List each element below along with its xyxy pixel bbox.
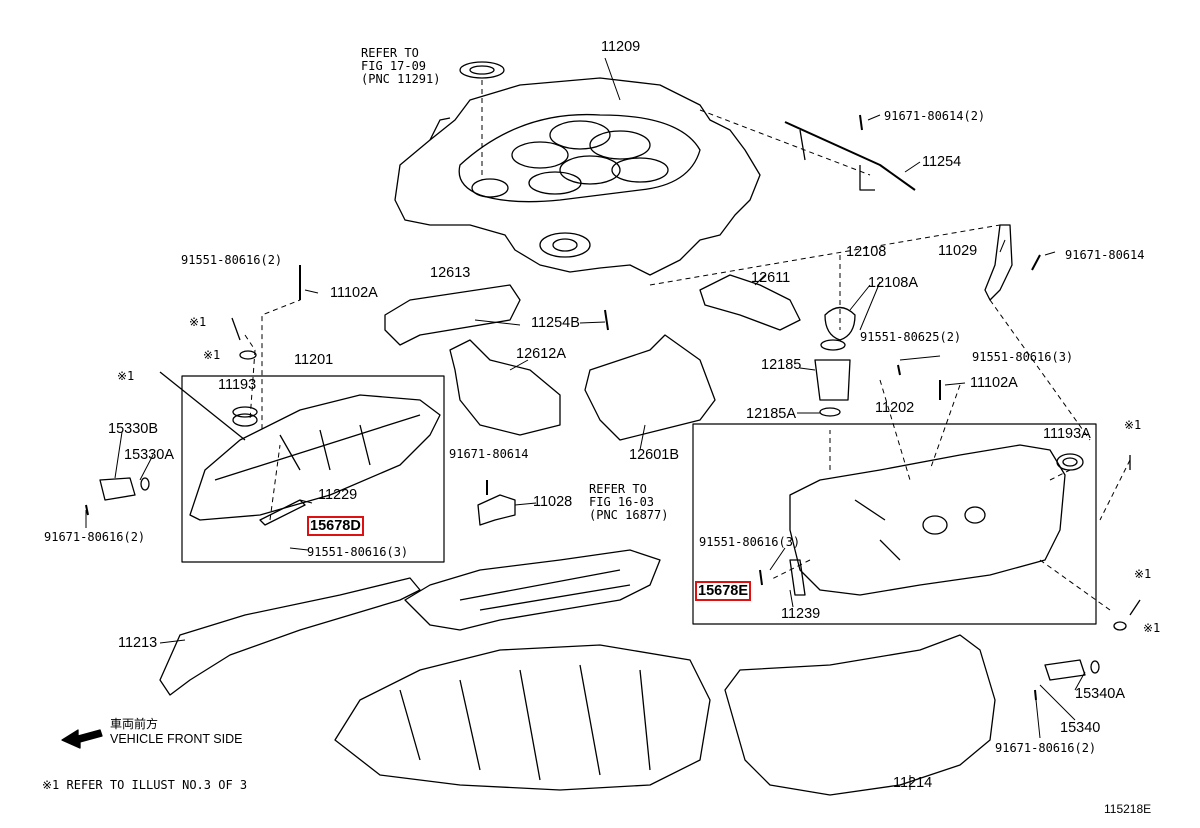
part-label-91671-80614-mid[interactable]: 91671-80614	[449, 447, 529, 461]
bracket-rod-11254	[784, 121, 916, 191]
gasket-11213	[159, 577, 421, 696]
part-label-15330B[interactable]: 15330B	[108, 421, 158, 437]
intake-assembly	[404, 549, 661, 631]
insulator-12612A	[449, 339, 561, 436]
mark-1-a: ※1	[189, 315, 207, 329]
mark-1-f: ※1	[1143, 621, 1161, 635]
part-label-15340A[interactable]: 15340A	[1075, 686, 1125, 702]
footnote: ※1 REFER TO ILLUST NO.3 OF 3	[42, 778, 248, 792]
part-label-12108[interactable]: 12108	[846, 244, 887, 260]
part-label-11201[interactable]: 11201	[294, 352, 334, 368]
part-label-11214[interactable]: 11214	[893, 775, 933, 791]
part-label-12613[interactable]: 12613	[430, 265, 471, 281]
part-label-15678E-highlighted[interactable]: 15678E	[695, 581, 751, 601]
ocv-15340	[1044, 659, 1086, 681]
bracket-11029	[984, 224, 1013, 301]
insulator-12613	[384, 284, 521, 346]
part-label-11102A-right[interactable]: 11102A	[970, 375, 1018, 391]
part-label-12185[interactable]: 12185	[761, 357, 802, 373]
part-label-12601B[interactable]: 12601B	[629, 447, 679, 463]
bracket-11229	[259, 499, 306, 526]
part-label-12185A[interactable]: 12185A	[746, 406, 796, 422]
part-label-11229[interactable]: 11229	[318, 487, 358, 503]
part-label-91551-80616-3-right[interactable]: 91551-80616(3)	[972, 350, 1074, 364]
mark-1-d: ※1	[1124, 418, 1142, 432]
oil-filler-seal	[459, 61, 505, 79]
head-cover-11202	[789, 444, 1084, 596]
bracket-11239	[789, 559, 806, 596]
part-label-15330A[interactable]: 15330A	[124, 447, 174, 463]
engine-cover-11209	[394, 77, 761, 276]
front-side-label-en: VEHICLE FRONT SIDE	[110, 732, 243, 746]
bracket-11028	[477, 494, 516, 526]
part-label-11254[interactable]: 11254	[922, 154, 962, 170]
part-label-15340[interactable]: 15340	[1060, 720, 1101, 736]
part-label-11193A[interactable]: 11193A	[1043, 426, 1091, 442]
part-label-11254B[interactable]: 11254B	[531, 315, 580, 331]
part-label-91551-80616-3-mid[interactable]: 91551-80616(3)	[699, 535, 801, 549]
part-label-11029[interactable]: 11029	[938, 243, 978, 259]
part-label-91671-80616-2-left[interactable]: 91671-80616(2)	[44, 530, 146, 544]
part-label-11209[interactable]: 11209	[601, 39, 641, 55]
part-label-12612A[interactable]: 12612A	[516, 346, 566, 362]
mark-1-e: ※1	[1134, 567, 1152, 581]
rh-head-group-box	[181, 375, 445, 563]
oil-filler-cap-12108	[824, 306, 856, 341]
part-label-11202[interactable]: 11202	[875, 400, 915, 416]
part-label-91671-80614-right[interactable]: 91671-80614	[1065, 248, 1145, 262]
part-label-15678D-highlighted[interactable]: 15678D	[307, 516, 364, 536]
mark-1-b: ※1	[203, 348, 221, 362]
part-label-12611[interactable]: 12611	[751, 270, 791, 286]
illustration-number: 115218E	[1104, 802, 1152, 816]
part-label-12108A[interactable]: 12108A	[868, 275, 918, 291]
mark-1-c: ※1	[117, 369, 135, 383]
part-label-11028[interactable]: 11028	[533, 494, 573, 510]
front-side-label-jp: 車両前方	[110, 717, 159, 731]
part-label-91551-80616-2[interactable]: 91551-80616(2)	[181, 253, 283, 267]
part-label-91671-80614-2[interactable]: 91671-80614(2)	[884, 109, 986, 123]
part-label-91551-80625-2[interactable]: 91551-80625(2)	[860, 330, 962, 344]
part-label-11239[interactable]: 11239	[781, 606, 821, 622]
head-cover-11201	[189, 394, 441, 521]
insulator-12601B	[584, 334, 716, 441]
engine-block	[334, 644, 711, 791]
insulator-12611	[699, 274, 801, 331]
part-label-91551-80616-3-left[interactable]: 91551-80616(3)	[307, 545, 409, 559]
lh-head-group-box	[692, 423, 1097, 625]
ocv-15330	[99, 477, 136, 501]
part-label-11213[interactable]: 11213	[118, 635, 158, 651]
gasket-11214	[724, 634, 996, 796]
bolt	[159, 371, 246, 441]
part-label-11193[interactable]: 11193	[218, 377, 257, 393]
part-label-11102A-left[interactable]: 11102A	[330, 285, 378, 301]
part-label-91671-80616-2-right[interactable]: 91671-80616(2)	[995, 741, 1097, 755]
front-arrow-icon	[61, 729, 103, 749]
oil-filler-12185	[814, 359, 851, 401]
